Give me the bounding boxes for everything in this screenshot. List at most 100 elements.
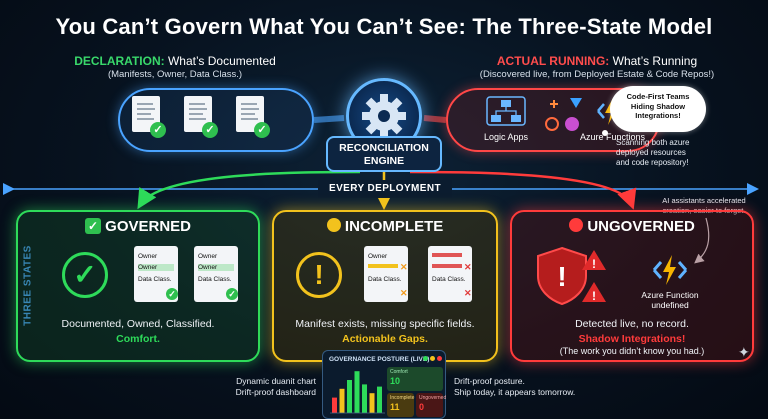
tile-value: 0 xyxy=(419,402,425,412)
governed-summary: Comfort. xyxy=(116,333,160,345)
card-field: Data Class. xyxy=(138,276,172,283)
card-field: Owner xyxy=(198,253,218,260)
callout-line: Code-First Teams xyxy=(626,92,690,101)
svg-text:!: ! xyxy=(557,261,566,292)
label-line: undefined xyxy=(651,300,689,310)
ungoverned-title: UNGOVERNED xyxy=(510,218,754,235)
dashboard-right-note: Drift-proof posture. Ship today, it appe… xyxy=(454,376,604,398)
shadow-integration-callout: Code-First Teams Hiding Shadow Integrati… xyxy=(610,86,706,132)
posture-tile-comfort: Comfort 10 xyxy=(387,367,443,391)
incomplete-manifest-card: Owner Data Class. ✕ ✕ xyxy=(364,246,408,302)
callout-bubble-dot xyxy=(602,130,608,136)
posture-bar xyxy=(354,371,360,413)
posture-tile-ungoverned: Ungoverned 0 xyxy=(416,393,446,417)
check-icon: ✓ xyxy=(166,288,178,300)
manifest-document-icon: ✓ xyxy=(236,96,270,138)
card-field: Data Class. xyxy=(432,276,466,283)
posture-bar xyxy=(347,380,352,413)
incomplete-summary: Actionable Gaps. xyxy=(342,333,428,345)
svg-text:!: ! xyxy=(592,257,596,271)
logic-apps-icon xyxy=(486,96,526,126)
actual-label: ACTUAL RUNNING: xyxy=(496,54,610,68)
posture-bar xyxy=(369,393,375,413)
card-field: Owner xyxy=(138,253,158,260)
ungoverned-subnote: (The work you didn’t know you had.) xyxy=(559,346,705,356)
dashboard-title: GOVERNANCE POSTURE (LIVE) xyxy=(329,356,430,363)
reconciliation-engine-label: RECONCILIATION ENGINE xyxy=(326,136,442,172)
declaration-subtitle: (Manifests, Owner, Data Class.) xyxy=(107,69,243,80)
x-mark-icon: ✕ xyxy=(400,262,408,272)
declaration-text: What’s Documented xyxy=(164,54,276,68)
missing-field-bar xyxy=(432,264,462,268)
card-field: Owner xyxy=(368,253,388,260)
check-circle-icon: ✓ xyxy=(62,252,108,298)
incomplete-description: Manifest exists, missing specific fields… xyxy=(295,318,475,330)
tile-value: 11 xyxy=(390,402,400,412)
card-field: Data Class. xyxy=(198,276,232,283)
tile-label: Incomplete xyxy=(390,395,415,401)
posture-bar xyxy=(362,384,367,413)
card-field: Data Class. xyxy=(368,276,402,283)
dashboard-left-note: Dynamic duanit chart Drift-proof dashboa… xyxy=(208,376,316,398)
engine-line: ENGINE xyxy=(363,155,405,167)
actual-text: What’s Running xyxy=(609,54,698,68)
connector-icons-cluster xyxy=(545,98,582,131)
check-icon: ✓ xyxy=(202,122,218,138)
incomplete-title-text: INCOMPLETE xyxy=(344,218,444,235)
logic-apps-label: Logic Apps xyxy=(484,132,529,142)
note-line: and code repository! xyxy=(616,158,689,167)
declaration-heading: DECLARATION: What’s Documented xyxy=(40,54,310,68)
check-icon: ✓ xyxy=(254,122,270,138)
posture-bar xyxy=(332,397,337,413)
ungoverned-description: Detected live, no record. xyxy=(575,318,689,330)
svg-text:!: ! xyxy=(592,289,596,303)
check-icon: ✓ xyxy=(150,122,166,138)
label-line: Azure Function xyxy=(641,290,699,300)
note-line: Scanning both azure xyxy=(616,138,690,147)
tile-value: 10 xyxy=(390,376,401,386)
card-field: Owner xyxy=(198,264,234,271)
window-dot xyxy=(437,356,442,361)
actual-subtitle: (Discovered live, from Deployed Estate &… xyxy=(479,69,715,80)
window-dot xyxy=(430,356,435,361)
yellow-circle-icon xyxy=(326,218,341,232)
engine-line: RECONCILIATION xyxy=(339,142,429,154)
incomplete-title: INCOMPLETE xyxy=(272,218,498,235)
check-icon: ✓ xyxy=(226,288,238,300)
scan-note: Scanning both azure deployed resources a… xyxy=(616,138,756,168)
every-deployment-label: EVERY DEPLOYMENT xyxy=(318,180,452,198)
posture-tile-incomplete: Incomplete 11 xyxy=(387,393,414,417)
manifest-document-icon: ✓ xyxy=(184,96,218,138)
x-mark-icon: ✕ xyxy=(464,262,472,272)
incomplete-manifest-card: Data Class. ✕ ✕ xyxy=(428,246,472,302)
ungoverned-summary: Shadow Integrations! xyxy=(578,333,686,345)
azure-function-undefined-icon xyxy=(652,255,688,285)
posture-bar xyxy=(377,386,382,413)
governed-title: ✓ GOVERNED xyxy=(16,218,260,235)
card-field: Owner xyxy=(138,264,174,271)
note-line: AI assistants accelerated xyxy=(662,196,746,205)
checkbox-icon: ✓ xyxy=(84,218,101,234)
actual-heading: ACTUAL RUNNING: What’s Running xyxy=(462,54,732,68)
callout-line: Hiding Shadow xyxy=(630,101,686,111)
page-title: You Can’t Govern What You Can’t See: The… xyxy=(55,14,713,39)
note-line: Ship today, it appears tomorrow. xyxy=(454,387,576,397)
exclamation-circle-icon: ! xyxy=(296,252,342,298)
governed-manifest-card: Owner Owner Data Class. ✓ xyxy=(134,246,178,302)
note-line: Dynamic duanit chart xyxy=(236,376,316,386)
manifest-document-icon: ✓ xyxy=(132,96,166,138)
governed-manifest-card: Owner Owner Data Class. ✓ xyxy=(194,246,238,302)
missing-field-bar xyxy=(368,264,398,268)
governed-description: Documented, Owned, Classified. xyxy=(61,318,215,330)
x-mark-icon: ✕ xyxy=(464,288,472,298)
note-line: Drift-proof dashboard xyxy=(235,387,316,397)
governance-posture-dashboard: GOVERNANCE POSTURE (LIVE) Comfort 10 Inc… xyxy=(322,350,446,419)
tile-label: Comfort xyxy=(390,369,408,375)
note-line: Drift-proof posture. xyxy=(454,376,525,386)
posture-bar-chart xyxy=(330,371,385,414)
note-line: deployed resources xyxy=(616,148,686,157)
x-mark-icon: ✕ xyxy=(400,288,408,298)
window-dot xyxy=(423,356,428,361)
gear-icon xyxy=(362,94,406,138)
missing-field-bar xyxy=(432,253,462,257)
